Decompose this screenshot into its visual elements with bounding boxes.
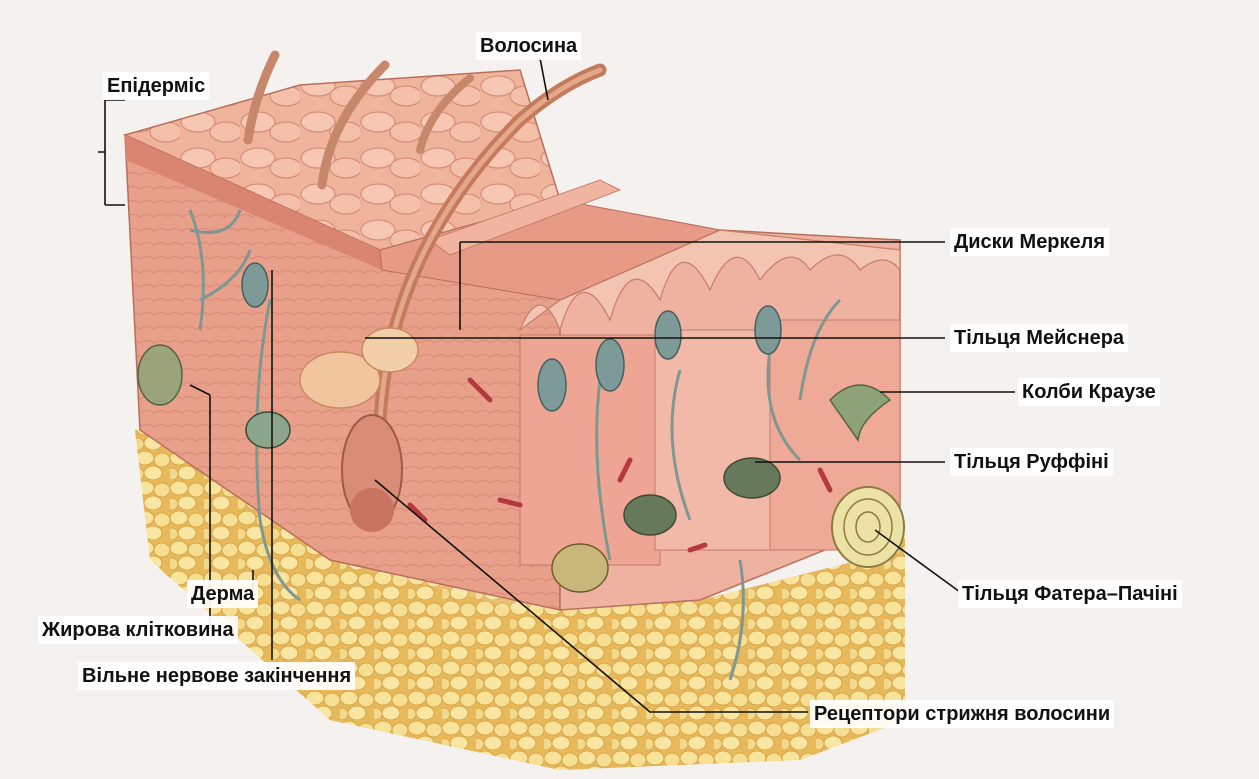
label-merkel-disks: Диски Меркеля [950,228,1109,256]
label-fat-tissue: Жирова клітковина [38,616,238,644]
label-hair: Волосина [476,32,581,60]
label-dermis: Дерма [187,580,258,608]
label-hair-shaft-receptors: Рецептори стрижня волосини [810,700,1114,728]
label-meissner-corpuscles: Тільця Мейснера [950,324,1128,352]
label-free-nerve-ending: Вільне нервове закінчення [78,662,355,690]
label-krause-bulbs: Колби Краузе [1018,378,1160,406]
label-pacinian-corpuscles: Тільця Фатера–Пачіні [958,580,1182,608]
label-epidermis: Епідерміс [103,72,209,100]
label-ruffini-corpuscles: Тільця Руффіні [950,448,1113,476]
